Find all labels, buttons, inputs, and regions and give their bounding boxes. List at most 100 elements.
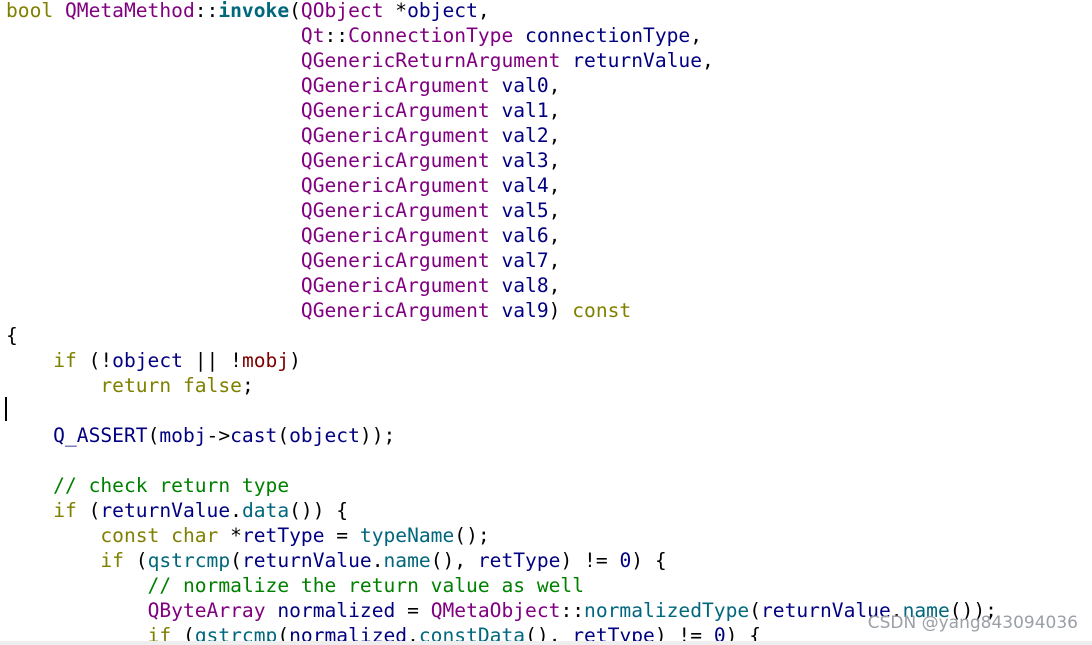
code-token: , [548,149,561,172]
code-token: val4 [489,174,549,197]
code-token: val3 [489,149,549,172]
code-token: QByteArray [147,599,266,622]
code-token [6,499,53,522]
code-token: ) [289,349,301,372]
code-token: normalized [265,599,396,622]
code-token: returnValue [241,549,372,572]
code-token: ()) { [289,499,349,522]
code-line: const char *retType = typeName(); [6,523,997,548]
code-line: if (!object || !mobj) [6,348,997,373]
code-line: if (returnValue.data()) { [6,498,997,523]
code-token: QGenericArgument [300,174,490,197]
code-line: QGenericArgument val2, [6,123,997,148]
code-token: (! [76,349,113,372]
code-token: ( [289,0,301,22]
code-token [6,224,301,247]
code-token: const [560,299,632,322]
code-token: . [407,624,419,645]
code-token: QGenericArgument [300,124,490,147]
code-token: Qt [300,24,325,47]
code-token: ()); [949,599,997,622]
code-text[interactable]: bool QMetaMethod::invoke(QObject *object… [6,0,997,645]
code-token: QGenericArgument [300,299,490,322]
code-token: object [289,424,360,447]
code-line: Qt::ConnectionType connectionType, [6,23,997,48]
code-token: :: [194,0,219,22]
code-token: mobj [159,424,207,447]
code-token: val9 [489,299,549,322]
code-token: , [548,174,561,197]
code-line: { [6,323,997,348]
code-token: QMetaMethod [64,0,195,22]
code-token [6,74,301,97]
code-token: , [690,24,703,47]
code-token: , [548,199,561,222]
code-token: // normalize the return value as well [6,574,585,597]
code-token: normalized [289,624,408,645]
code-token: typeName [359,524,455,547]
code-token: QMetaObject [430,599,561,622]
code-line: // check return type [6,473,997,498]
code-token: , [548,74,561,97]
code-token: . [230,499,242,522]
code-token: object [112,349,183,372]
text-cursor [5,397,7,421]
code-token: ConnectionType [348,24,514,47]
code-token [6,599,148,622]
code-token: (); [454,524,490,547]
code-token [6,149,301,172]
code-token: bool [6,0,65,22]
code-token [6,174,301,197]
code-token: return false [100,374,242,397]
code-token: if [53,349,77,372]
code-token [6,249,301,272]
code-token: if [147,624,172,645]
code-token: ( [277,424,290,447]
code-token: cast [230,424,278,447]
code-token: returnValue [761,599,891,622]
code-token: * [383,0,408,22]
code-token: QGenericArgument [300,249,490,272]
code-line: QGenericArgument val9) const [6,298,997,323]
code-token: . [890,599,903,622]
code-token: ; [241,374,254,397]
code-line: QGenericArgument val4, [6,173,997,198]
code-token: val6 [489,224,549,247]
code-token: QGenericArgument [300,199,490,222]
code-token: ( [277,624,290,645]
code-token: retType [477,549,561,572]
code-token: ( [749,599,761,622]
code-token [6,374,100,397]
code-token: data [241,499,290,522]
code-token: ) != [654,624,714,645]
code-token [6,199,301,222]
watermark: CSDN @yang843094036 [867,613,1078,633]
code-token: || ! [182,349,242,372]
code-token: if [100,549,124,572]
code-token: QGenericArgument [300,149,490,172]
code-token: :: [324,24,349,47]
code-line: QGenericArgument val7, [6,248,997,273]
code-token: ) [548,299,561,322]
code-token: , [548,274,561,297]
code-line [6,448,997,473]
code-token: invoke [218,0,290,22]
code-line: return false; [6,373,997,398]
code-token: { [6,324,18,347]
code-token: normalizedType [584,599,750,622]
code-token: QGenericArgument [300,274,490,297]
horizontal-scrollbar[interactable] [0,641,1092,645]
code-line: QGenericArgument val0, [6,73,997,98]
code-token: 0 [713,624,726,645]
code-token: name [383,549,431,572]
code-line [6,398,997,423]
code-line: Q_ASSERT(mobj->cast(object)); [6,423,997,448]
code-token: ( [171,624,195,645]
code-token: QGenericReturnArgument [300,49,561,72]
code-token: if [53,499,77,522]
code-token: )); [359,424,396,447]
code-line: if (qstrcmp(returnValue.name(), retType)… [6,548,997,573]
code-token: returnValue [100,499,231,522]
code-token: * [218,524,242,547]
